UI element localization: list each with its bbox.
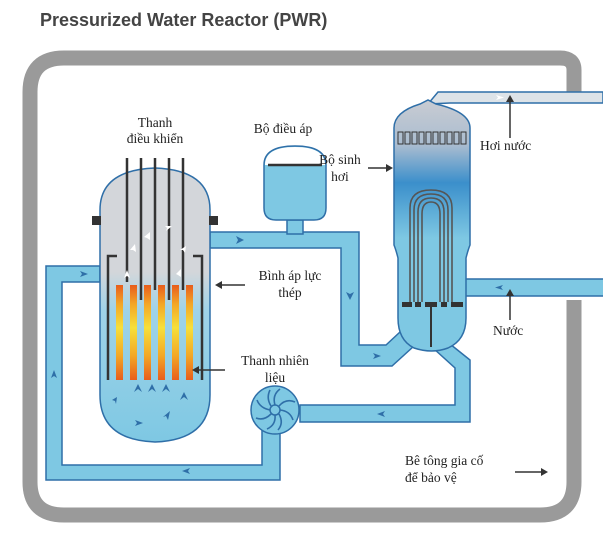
vessel-flow-arrows (112, 226, 188, 426)
label-steam: Hơi nước (480, 138, 531, 153)
feedwater-pipe (463, 278, 603, 297)
label-arrows (192, 95, 548, 476)
containment-wall (22, 50, 582, 523)
label-pressurizer: Bộ điều áp (254, 121, 313, 136)
label-pressure-vessel-line2: thép (278, 285, 301, 300)
fuel-rod (130, 285, 137, 380)
primary-loop-pipes (45, 219, 471, 481)
label-fuel-rods-line1: Thanh nhiên (241, 353, 309, 368)
label-control-rods-line2: điều khiển (127, 131, 184, 146)
vessel-flange-left (92, 216, 101, 225)
label-steam-generator-line1: Bộ sinh (319, 152, 361, 167)
fuel-rod (172, 285, 179, 380)
steam-generator (393, 99, 471, 352)
steam-pipe (426, 91, 603, 105)
label-pressure-vessel-line1: Bình áp lực (259, 268, 322, 283)
label-steam-generator-line2: hơi (331, 169, 349, 184)
fuel-rods (116, 285, 193, 380)
label-fuel-rods-line2: liệu (265, 370, 285, 385)
fuel-rod (116, 285, 123, 380)
label-control-rods-line1: Thanh (138, 115, 173, 130)
coolant-pump (250, 385, 300, 435)
fuel-rod (144, 285, 151, 380)
moisture-separators (397, 131, 467, 145)
feedwater-flow-arrow (495, 285, 503, 290)
label-water: Nước (493, 323, 523, 338)
label-containment-line2: để bảo vệ (405, 470, 457, 485)
label-containment-line1: Bê tông gia cố (405, 453, 484, 468)
diagram-title: Pressurized Water Reactor (PWR) (40, 10, 328, 30)
steam-flow-arrow (496, 95, 504, 100)
fuel-rod (186, 285, 193, 380)
fuel-rod (158, 285, 165, 380)
labels: Thanh điều khiển Bộ điều áp Bộ sinh hơi … (127, 115, 532, 485)
u-tubes (409, 189, 453, 302)
vessel-flange-right (209, 216, 218, 225)
pressurizer (263, 145, 327, 221)
control-rods (125, 158, 185, 300)
core-barrel (106, 254, 117, 380)
loop-flow-arrows (51, 236, 385, 474)
tube-sheet (402, 302, 463, 307)
